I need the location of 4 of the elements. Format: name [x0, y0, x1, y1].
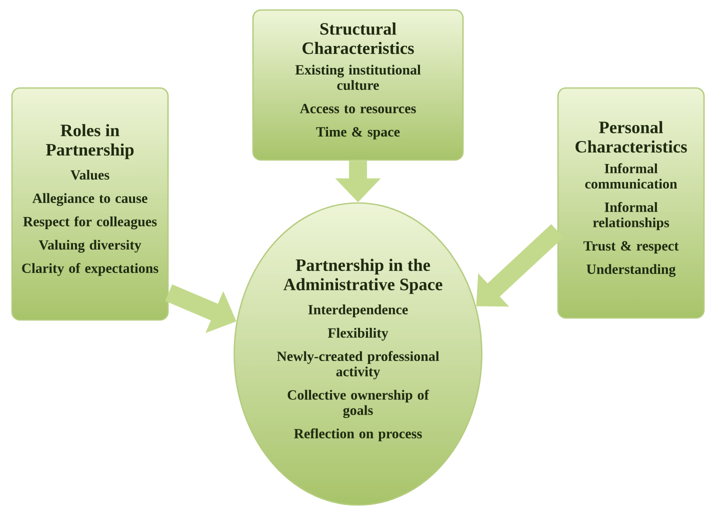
block-arrow	[476, 224, 564, 307]
category-box: Personal Characteristics Informal communication Informal relationships Trust & respect Understanding	[557, 87, 705, 319]
category-box: Roles in Partnership Values Allegiance to cause Respect for colleagues Valuing diversity Clarity of expectations	[11, 87, 169, 321]
category-box: Structural Characteristics Existing institutional culture Access to resources Time & space	[252, 9, 464, 161]
